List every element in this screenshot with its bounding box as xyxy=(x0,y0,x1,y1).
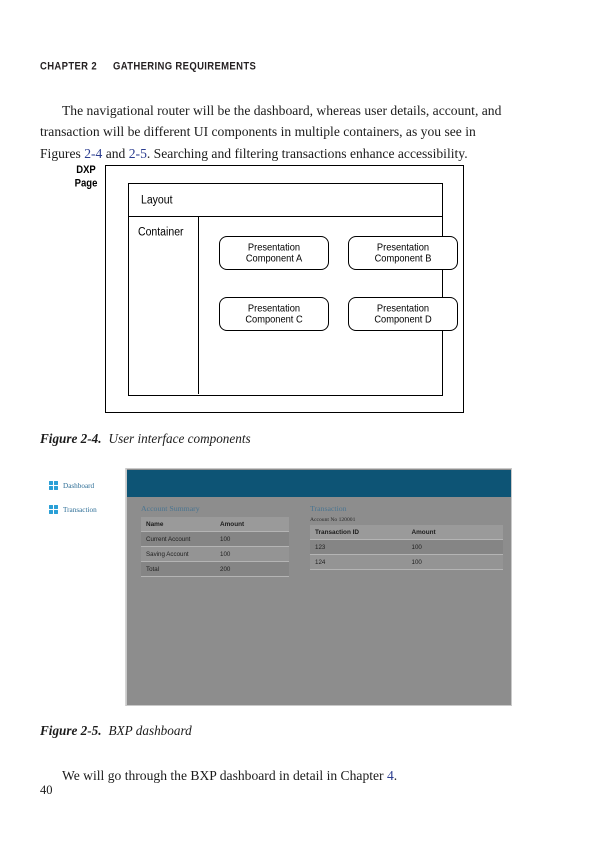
table-row: Saving Account 100 xyxy=(141,546,289,562)
presentation-component-b: Presentation Component B xyxy=(348,236,458,270)
account-row-1-name: Saving Account xyxy=(141,546,215,562)
layout-box: Layout Container Presentation Component … xyxy=(128,183,458,396)
figure-2-5-caption-text: BXP dashboard xyxy=(108,723,192,738)
figure-2-4-caption-number: Figure 2-4. xyxy=(40,431,102,446)
presentation-component-b-line1: Presentation xyxy=(376,240,430,253)
grid-icon xyxy=(49,481,58,490)
presentation-component-d-line2: Component D xyxy=(374,313,432,325)
transaction-panel-title: Transaction xyxy=(310,504,347,513)
dashboard-sidebar: Dashboard Transaction xyxy=(40,468,126,706)
intro-paragraph: The navigational router will be the dash… xyxy=(40,100,512,165)
dashboard-header-bar xyxy=(127,470,511,497)
sidebar-item-dashboard[interactable]: Dashboard xyxy=(49,481,94,490)
running-head-chapter: CHAPTER 2 xyxy=(40,60,97,73)
dxp-page-label: DXP Page xyxy=(70,164,102,191)
account-summary-table: Name Amount Current Account 100 Saving A… xyxy=(141,517,289,577)
running-head-title: GATHERING REQUIREMENTS xyxy=(113,60,257,73)
transaction-table: Transaction ID Amount 123 100 124 100 xyxy=(310,525,503,570)
outro-text-part2: . xyxy=(393,767,398,783)
table-row: Current Account 100 xyxy=(141,531,289,547)
presentation-component-c-line1: Presentation xyxy=(247,301,301,314)
figure-2-4-diagram: DXP Page Layout Container Presentation C… xyxy=(70,160,470,415)
account-row-0-name: Current Account xyxy=(141,531,215,547)
presentation-component-a-line1: Presentation xyxy=(247,240,301,253)
sidebar-item-dashboard-label: Dashboard xyxy=(63,481,95,490)
dxp-page-label-line1: DXP xyxy=(76,164,96,177)
transaction-col-id: Transaction ID xyxy=(310,525,407,540)
presentation-component-b-line2: Component B xyxy=(374,252,432,264)
layout-title-row: Layout xyxy=(129,184,442,217)
dxp-page-box: Layout Container Presentation Component … xyxy=(105,165,464,413)
dxp-page-label-line2: Page xyxy=(74,177,98,190)
presentation-component-d: Presentation Component D xyxy=(348,297,458,331)
transaction-col-amount: Amount xyxy=(406,525,503,540)
dashboard-main-canvas: Account Summary Name Amount Current Acco… xyxy=(126,468,512,706)
presentation-component-c-line2: Component C xyxy=(245,313,303,325)
account-row-1-amount: 100 xyxy=(215,546,289,562)
components-area: Presentation Component A Presentation Co… xyxy=(199,217,458,395)
presentation-component-c: Presentation Component C xyxy=(219,297,329,331)
table-row: 124 100 xyxy=(310,554,503,570)
table-row: Total 200 xyxy=(141,561,289,577)
transaction-panel: Transaction Account No 120001 Transactio… xyxy=(310,504,503,570)
transaction-row-1-id: 124 xyxy=(310,554,407,570)
presentation-component-a: Presentation Component A xyxy=(219,236,329,270)
figure-xref-2-4[interactable]: 2-4 xyxy=(84,145,103,161)
table-row: 123 100 xyxy=(310,539,503,555)
figure-2-4-caption: Figure 2-4. User interface components xyxy=(40,431,251,447)
account-row-2-name: Total xyxy=(141,561,215,577)
intro-text-part2: and xyxy=(102,145,129,161)
figure-2-5-caption: Figure 2-5. BXP dashboard xyxy=(40,723,192,739)
figure-2-4-caption-text: User interface components xyxy=(108,431,251,446)
account-col-name: Name xyxy=(141,517,215,532)
table-header-row: Name Amount xyxy=(141,517,289,532)
table-header-row: Transaction ID Amount xyxy=(310,525,503,540)
figure-2-5-caption-number: Figure 2-5. xyxy=(40,723,102,738)
intro-text-part3: . Searching and filtering transactions e… xyxy=(146,145,468,161)
transaction-row-1-amount: 100 xyxy=(406,554,503,570)
transaction-row-0-id: 123 xyxy=(310,539,407,555)
container-column: Container xyxy=(129,217,199,394)
transaction-row-0-amount: 100 xyxy=(406,539,503,555)
figure-2-5-dashboard: Dashboard Transaction Account Summary Na… xyxy=(40,468,512,706)
layout-label: Layout xyxy=(141,193,173,207)
grid-icon xyxy=(49,505,58,514)
container-label: Container xyxy=(138,225,184,239)
account-summary-panel: Account Summary Name Amount Current Acco… xyxy=(141,504,289,577)
sidebar-item-transaction-label: Transaction xyxy=(63,505,97,514)
presentation-component-a-line2: Component A xyxy=(245,252,303,264)
figure-xref-2-5[interactable]: 2-5 xyxy=(128,145,147,161)
intro-text-part1: The navigational router will be the dash… xyxy=(40,102,502,161)
account-row-0-amount: 100 xyxy=(215,531,289,547)
account-row-2-amount: 200 xyxy=(215,561,289,577)
sidebar-item-transaction[interactable]: Transaction xyxy=(49,505,97,514)
account-summary-title: Account Summary xyxy=(141,504,200,513)
outro-text-part1: We will go through the BXP dashboard in … xyxy=(62,767,387,783)
chapter-xref-4[interactable]: 4 xyxy=(386,767,394,783)
page-number: 40 xyxy=(40,783,53,797)
account-col-amount: Amount xyxy=(215,517,289,532)
presentation-component-d-line1: Presentation xyxy=(376,301,430,314)
outro-paragraph: We will go through the BXP dashboard in … xyxy=(40,765,512,787)
running-head: CHAPTER 2 GATHERING REQUIREMENTS xyxy=(40,60,256,73)
transaction-account-number: Account No 120001 xyxy=(310,517,356,523)
